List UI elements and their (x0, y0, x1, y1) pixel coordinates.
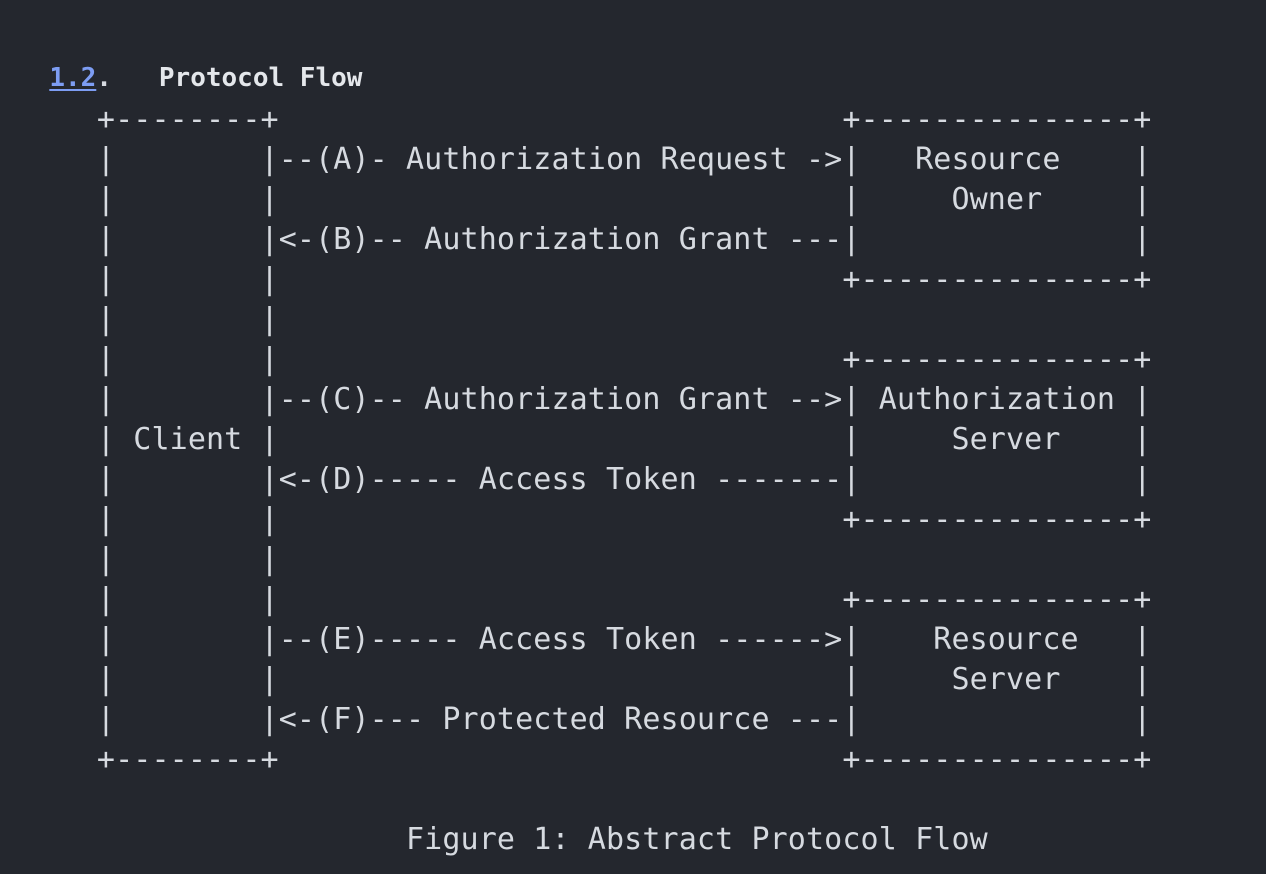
section-title: Protocol Flow (112, 63, 363, 93)
protocol-flow-figure: +--------+ +---------------+ | |--(A)- A… (0, 100, 1266, 860)
section-number-separator: . (96, 63, 112, 93)
figure-caption: Figure 1: Abstract Protocol Flow (6, 822, 988, 857)
section-title-text: Protocol Flow (158, 63, 363, 93)
section-heading: 1.2. Protocol Flow (18, 18, 362, 98)
ascii-diagram: +--------+ +---------------+ | |--(A)- A… (96, 102, 1152, 777)
section-number-link[interactable]: 1.2 (49, 63, 97, 93)
